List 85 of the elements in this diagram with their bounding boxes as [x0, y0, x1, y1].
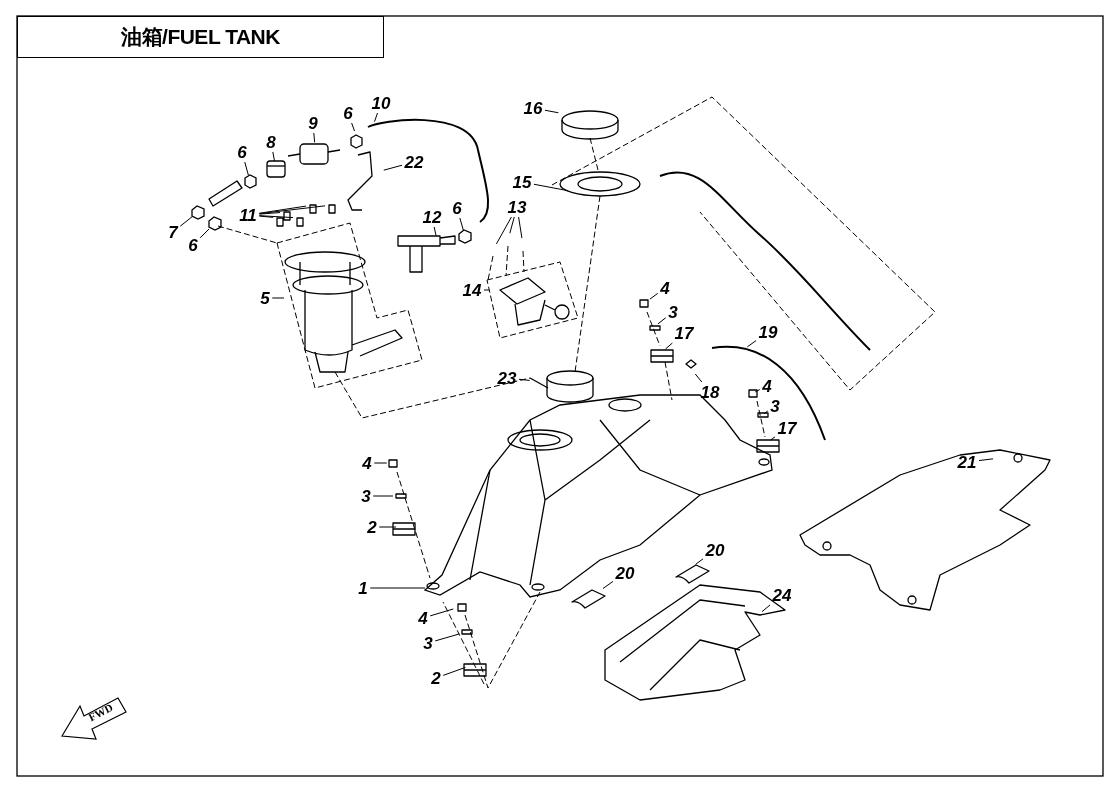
callout-number: 15 — [511, 173, 533, 191]
callout-number: 6 — [236, 143, 248, 161]
leader-line — [495, 216, 512, 245]
callout-number: 23 — [496, 369, 518, 387]
leader-line — [378, 526, 397, 528]
leader-line — [369, 587, 426, 589]
leader-line — [442, 666, 466, 676]
callout-number: 24 — [771, 586, 793, 604]
leader-line — [483, 289, 490, 291]
title-box: 油箱/FUEL TANK — [17, 16, 384, 58]
callout-number: 17 — [776, 419, 798, 437]
leader-line — [199, 228, 210, 239]
nut-drawing — [244, 174, 257, 189]
leader-line — [518, 216, 523, 239]
leader-line — [433, 226, 437, 237]
leader-line — [434, 633, 460, 642]
leader-line — [978, 458, 994, 462]
callout-number: 3 — [769, 397, 781, 415]
leader-line — [649, 292, 659, 300]
leader-line — [373, 462, 388, 464]
leader-line — [258, 215, 274, 218]
callout-number: 14 — [461, 281, 483, 299]
callout-number: 6 — [451, 199, 463, 217]
callout-number: 2 — [430, 669, 442, 687]
leader-line — [383, 164, 403, 171]
leader-line — [761, 604, 771, 613]
leader-line — [746, 340, 757, 348]
callout-number: 19 — [757, 323, 779, 341]
nut-drawing — [208, 216, 222, 231]
callout-number: 6 — [187, 236, 199, 254]
callout-number: 11 — [238, 206, 258, 224]
leader-line — [372, 495, 394, 497]
leader-line — [694, 373, 703, 383]
leader-line — [258, 212, 281, 215]
leader-line — [179, 216, 193, 227]
callout-number: 3 — [360, 487, 372, 505]
callout-number: 12 — [421, 208, 443, 226]
nut-drawing — [458, 229, 472, 244]
clamp-drawing — [266, 160, 286, 178]
leader-line — [518, 378, 531, 381]
leader-line — [244, 161, 249, 176]
callout-number: 22 — [403, 153, 425, 171]
callout-number: 3 — [667, 303, 679, 321]
leader-line — [374, 112, 378, 123]
leader-line — [695, 558, 704, 565]
callout-number: 17 — [673, 324, 695, 342]
callout-number: 13 — [506, 198, 528, 216]
leader-line — [657, 317, 667, 325]
leader-line — [351, 122, 356, 132]
callout-number: 16 — [522, 99, 544, 117]
callout-number: 7 — [167, 223, 179, 241]
callout-number: 4 — [659, 279, 671, 297]
leader-line — [509, 216, 515, 234]
callout-number: 5 — [259, 289, 271, 307]
leader-line — [272, 151, 275, 162]
callout-number: 3 — [422, 634, 434, 652]
callout-number: 1 — [357, 579, 369, 597]
callout-number: 18 — [699, 383, 721, 401]
leader-line — [602, 580, 614, 589]
leader-line — [544, 109, 559, 114]
callout-number: 8 — [265, 133, 277, 151]
leader-line — [258, 205, 307, 214]
leader-line — [664, 342, 673, 350]
callout-number: 9 — [307, 114, 319, 132]
callout-number: 6 — [342, 104, 354, 122]
callout-number: 2 — [366, 518, 378, 536]
direction-label: FWD — [86, 701, 115, 724]
leader-line — [533, 183, 569, 192]
leader-line — [271, 297, 285, 299]
hose-end-drawing — [191, 205, 205, 220]
callout-number: 21 — [956, 453, 978, 471]
leader-line — [258, 215, 294, 219]
leader-line — [429, 608, 454, 617]
leader-line — [754, 389, 761, 393]
callout-number: 20 — [704, 541, 726, 559]
callout-number: 10 — [370, 94, 392, 112]
leader-line — [763, 410, 769, 415]
callout-number: 20 — [614, 564, 636, 582]
leader-line — [459, 217, 464, 231]
callout-number: 4 — [361, 454, 373, 472]
leader-line — [258, 205, 326, 215]
callout-number: 4 — [417, 609, 429, 627]
leader-line — [313, 132, 316, 143]
leader-line — [769, 436, 776, 441]
callout-number: 4 — [761, 377, 773, 395]
